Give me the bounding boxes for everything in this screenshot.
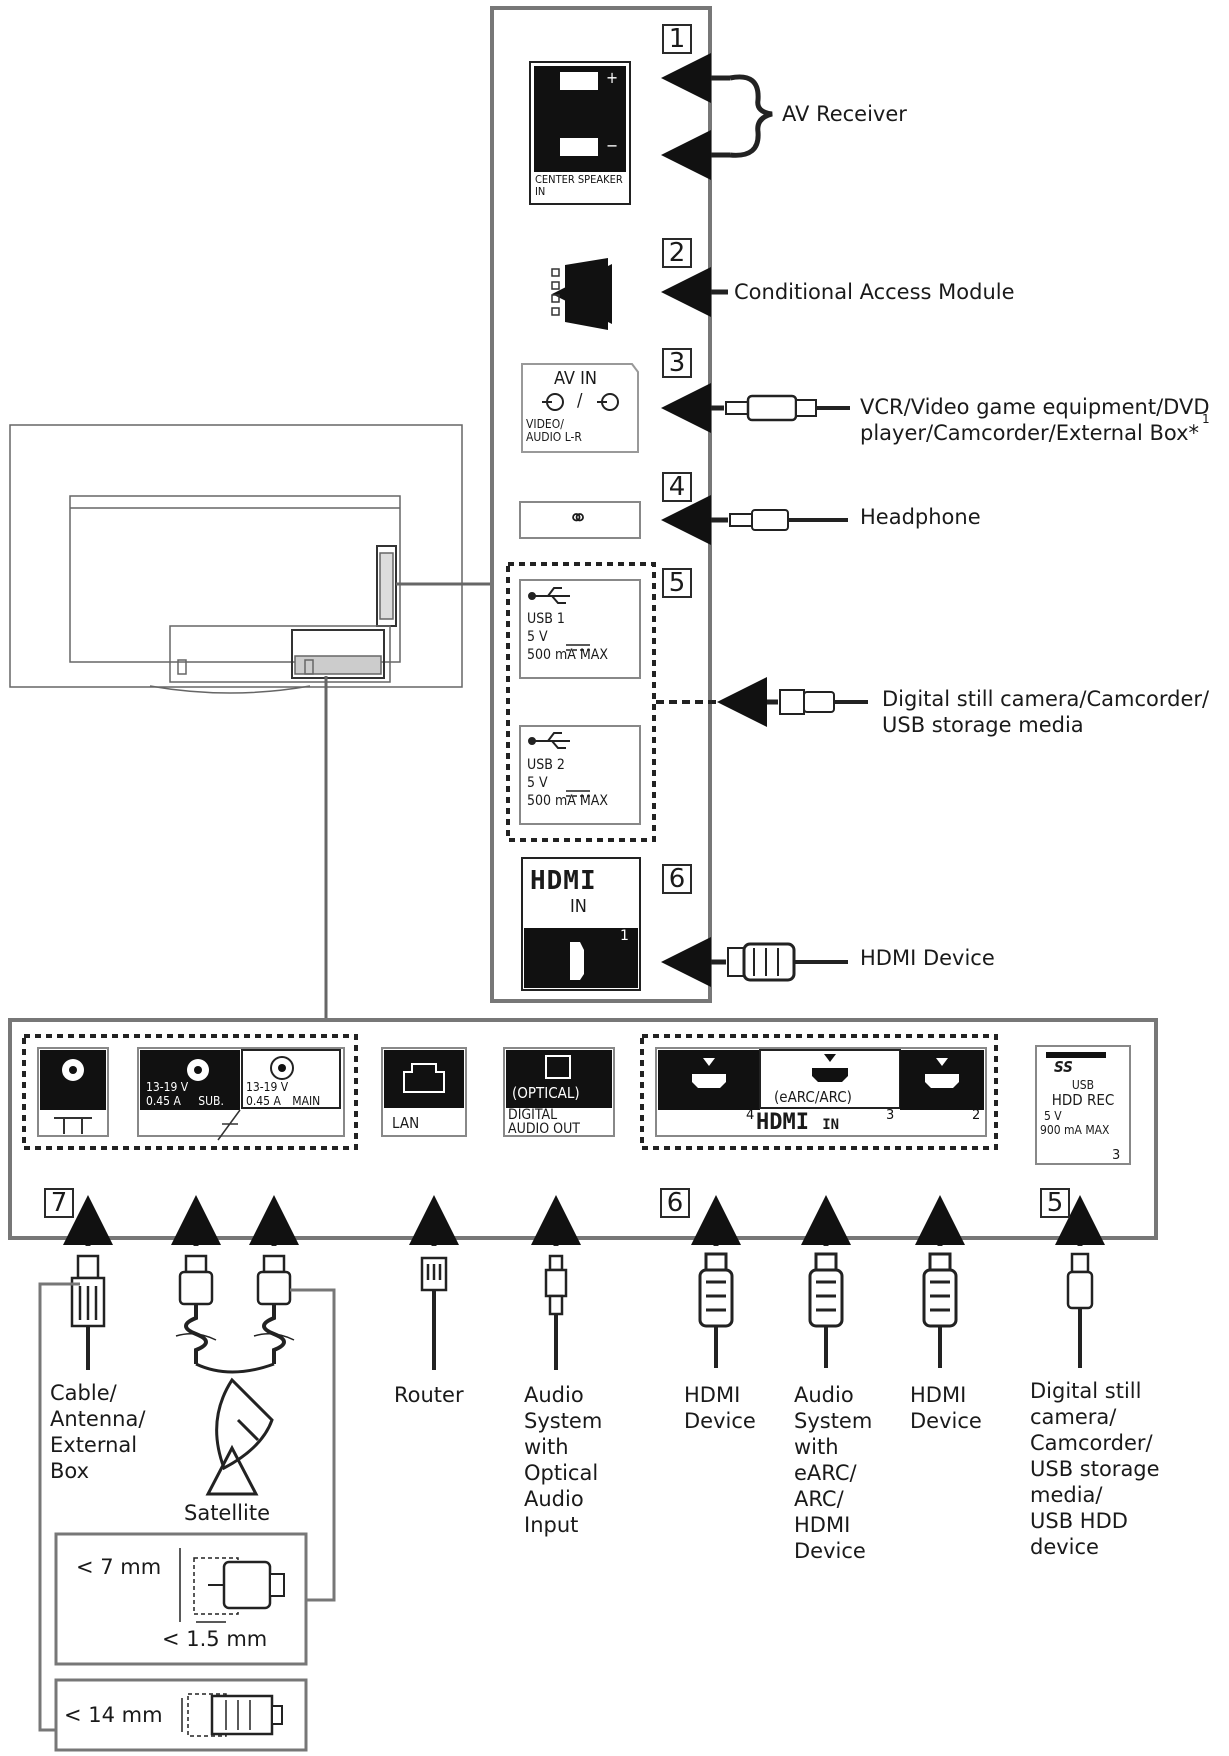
speaker-port-label: CENTER SPEAKER IN [535, 173, 623, 198]
optical-lines: DIGITAL AUDIO OUT [508, 1107, 580, 1137]
tv-rear-view [9, 424, 463, 694]
usb3-port [1035, 1045, 1131, 1165]
usb-plug [1066, 1252, 1094, 1368]
av-in-lines: VIDEO/ AUDIO L-R [526, 417, 582, 444]
usb-bottom-device-label: Digital still camera/ Camcorder/ USB sto… [1030, 1379, 1160, 1559]
hdmi1-index: 1 [620, 928, 629, 944]
av-receiver-label: AV Receiver [782, 102, 907, 126]
bottom-cable-arrows [63, 1195, 1105, 1246]
lan-label: LAN [392, 1114, 420, 1132]
hdmi1-port [521, 857, 641, 991]
hdmi2-index: 2 [972, 1108, 981, 1123]
usb-symbol-icon [528, 587, 570, 749]
headphone-port [519, 501, 641, 539]
earc-label: (eARC/ARC) [774, 1088, 852, 1106]
optical-plug [544, 1254, 568, 1370]
usb-side-device-label: Digital still camera/Camcorder/ USB stor… [882, 687, 1210, 737]
usb-group-outline [506, 562, 656, 842]
hdmi3-index: 3 [886, 1108, 895, 1123]
optical-top-label: (OPTICAL) [512, 1084, 580, 1102]
usb1-text: USB 1 5 V 500 mA MAX [527, 611, 609, 663]
cable-dimension-box [54, 1678, 308, 1752]
usb-side-cable [656, 677, 868, 727]
section-number-6: 6 [662, 864, 692, 894]
usb2-port [519, 725, 641, 825]
satellite-sub-text: 13-19 V 0.45 A SUB. [146, 1080, 224, 1108]
satellite-main-text: 13-19 V 0.45 A MAIN [246, 1080, 321, 1108]
section-number-5-bottom: 5 [1040, 1188, 1070, 1218]
antenna-plug [70, 1254, 106, 1370]
hdmi-side-cable [661, 937, 848, 987]
section-number-3: 3 [662, 348, 692, 378]
lan-port [381, 1047, 467, 1137]
usb2-text: USB 2 5 V 500 mA MAX [527, 757, 609, 809]
av-cable-plug [661, 383, 850, 433]
antenna-group-outline [22, 1034, 358, 1150]
dc-symbol-icon [566, 644, 590, 797]
optical-port [503, 1047, 615, 1137]
hdmi4-index: 4 [746, 1108, 755, 1123]
headphone-label: Headphone [860, 505, 981, 529]
av-in-slash: / [577, 390, 583, 411]
cable-antenna-label: Cable/ Antenna/ External Box [50, 1381, 146, 1483]
usb3-index: 3 [1112, 1148, 1121, 1163]
hdmi-ports [655, 1047, 987, 1137]
satellite-width-dimension: < 1.5 mm [162, 1627, 268, 1651]
satellite-ports [137, 1047, 345, 1141]
router-plug [420, 1256, 448, 1370]
speaker-minus-label: − [606, 136, 619, 155]
hdmi-in-brand: HDMI IN [756, 1110, 840, 1135]
antenna-port [37, 1047, 109, 1137]
bottom-panel-frame [8, 1018, 1158, 1240]
av-in-title: AV IN [554, 368, 598, 389]
vcr-footnote: 1 [1202, 412, 1210, 426]
hdmi-left-device-label: HDMI Device [684, 1383, 756, 1433]
section-number-4: 4 [662, 472, 692, 502]
optical-device-label: Audio System with Optical Audio Input [524, 1383, 603, 1537]
hdmi-side-device-label: HDMI Device [860, 946, 995, 970]
headphone-icon: ⚭ [568, 504, 589, 532]
hdmi1-in-label: IN [570, 896, 587, 917]
hdmi-right-device-label: HDMI Device [910, 1383, 982, 1433]
hdmi-group-outline [640, 1034, 998, 1150]
speaker-plus-label: + [606, 68, 619, 87]
section-number-2: 2 [662, 238, 692, 268]
cam-label: Conditional Access Module [734, 280, 1015, 304]
earc-device-label: Audio System with eARC/ ARC/ HDMI Device [794, 1383, 873, 1563]
cam-slot [551, 258, 612, 330]
section-number-1: 1 [662, 24, 692, 54]
satellite-plugs [175, 1254, 295, 1374]
usb3-logo: SS [1054, 1058, 1073, 1076]
satellite-dish-icon [205, 1377, 274, 1496]
usb3-lines: USB HDD REC 5 V 900 mA MAX [1040, 1078, 1115, 1137]
satellite-label: Satellite [184, 1501, 271, 1525]
bottom-hdmi-plugs [698, 1252, 958, 1368]
section-number-6-bottom: 6 [660, 1188, 690, 1218]
router-label: Router [394, 1383, 464, 1407]
center-speaker-port [529, 61, 631, 205]
section-number-7: 7 [44, 1188, 74, 1218]
section-number-5: 5 [662, 568, 692, 598]
av-receiver-cable [661, 53, 773, 180]
hdmi1-brand: HDMI [530, 866, 597, 896]
vcr-device-label: VCR/Video game equipment/DVD player/Camc… [860, 395, 1210, 445]
satellite-dimension-box [54, 1532, 308, 1666]
satellite-height-dimension: < 7 mm [76, 1555, 162, 1579]
headphone-plug [661, 495, 848, 545]
av-in-port [521, 363, 639, 453]
cable-dimension: < 14 mm [64, 1703, 163, 1727]
connector-leader-lines [38, 1282, 336, 1732]
